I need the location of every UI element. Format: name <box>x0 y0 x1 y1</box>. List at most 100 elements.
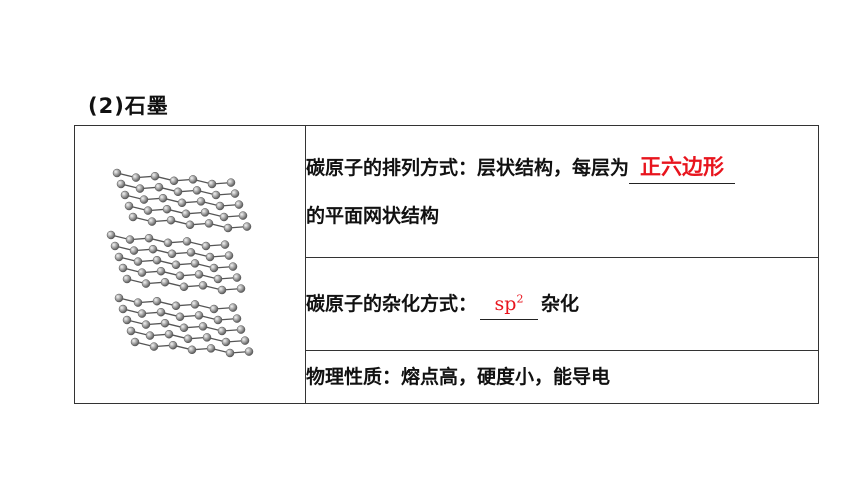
graphite-layer <box>106 230 246 294</box>
carbon-atom <box>183 334 193 343</box>
carbon-atom <box>158 193 168 202</box>
carbon-atom <box>156 266 166 275</box>
carbon-atom <box>225 348 235 357</box>
carbon-atom <box>190 258 200 268</box>
carbon-atom <box>179 282 189 291</box>
carbon-atom <box>198 280 208 290</box>
graphite-layer <box>114 293 254 357</box>
carbon-atom <box>185 220 195 229</box>
carbon-atom <box>126 326 136 335</box>
carbon-atom <box>160 277 170 286</box>
carbon-atom <box>149 341 159 351</box>
carbon-atom <box>194 310 204 320</box>
carbon-atom <box>206 343 216 353</box>
carbon-atom <box>228 261 238 271</box>
carbon-atom <box>194 269 204 279</box>
carbon-atom <box>114 293 124 302</box>
carbon-atom <box>192 185 202 195</box>
carbon-atom <box>147 216 157 226</box>
carbon-atom <box>154 182 164 191</box>
arrangement-suffix: 的平面网状结构 <box>306 204 440 227</box>
carbon-atom <box>166 215 176 224</box>
carbon-atom <box>230 188 240 198</box>
carbon-atom <box>198 321 208 331</box>
carbon-atom <box>175 312 185 321</box>
carbon-atom <box>234 199 244 209</box>
carbon-atom <box>209 304 219 313</box>
carbon-atom <box>156 307 166 316</box>
graphite-layer-structure-icon <box>106 168 254 357</box>
carbon-atom <box>137 308 147 318</box>
carbon-atom <box>112 168 122 177</box>
carbon-atom <box>220 239 230 249</box>
carbon-atom <box>201 241 211 250</box>
carbon-atom <box>202 332 212 342</box>
carbon-atom <box>137 267 147 277</box>
carbon-atom <box>207 179 217 188</box>
carbon-atom <box>186 247 196 257</box>
hybrid-answer-sup: 2 <box>516 292 524 306</box>
carbon-atom <box>238 210 248 220</box>
arrangement-answer: 正六边形 <box>640 154 725 179</box>
carbon-atom <box>182 236 192 246</box>
carbon-atom <box>130 337 140 346</box>
carbon-atom <box>162 204 172 213</box>
hybrid-blank: sp2 <box>480 285 539 320</box>
carbon-atom <box>141 278 151 288</box>
carbon-atom <box>219 212 229 221</box>
carbon-atom <box>213 274 223 283</box>
carbon-atom <box>226 177 236 187</box>
carbon-atom <box>128 212 138 221</box>
carbon-atom <box>209 263 219 272</box>
hybrid-answer: sp2 <box>495 293 524 315</box>
carbon-atom <box>232 313 242 323</box>
carbon-atom <box>240 335 250 345</box>
carbon-atom <box>118 263 128 272</box>
carbon-atom <box>114 252 124 261</box>
carbon-atom <box>181 209 191 218</box>
carbon-atom <box>232 272 242 282</box>
carbon-atom <box>211 190 221 199</box>
carbon-atom <box>124 201 134 210</box>
carbon-atom <box>179 323 189 332</box>
carbon-atom <box>152 255 162 264</box>
carbon-atom <box>242 221 252 231</box>
carbon-atom <box>168 340 178 349</box>
carbon-atom <box>175 271 185 280</box>
carbon-atom <box>213 315 223 324</box>
carbon-atom <box>236 283 246 293</box>
property-cell: 物理性质：熔点高，硬度小，能导电 <box>305 350 819 404</box>
carbon-atom <box>187 345 197 354</box>
carbon-atom <box>116 179 126 188</box>
carbon-atom <box>205 252 215 261</box>
carbon-atom <box>118 304 128 313</box>
carbon-atom <box>224 250 234 260</box>
carbon-atom <box>228 302 238 312</box>
carbon-atom <box>244 346 254 356</box>
carbon-atom <box>125 234 135 244</box>
graphite-layer <box>112 168 252 232</box>
carbon-atom <box>148 244 158 253</box>
carbon-atom <box>173 187 183 196</box>
carbon-atom <box>169 176 179 185</box>
carbon-atom <box>164 329 174 338</box>
carbon-atom <box>129 245 139 255</box>
carbon-atom <box>122 274 132 283</box>
carbon-atom <box>171 260 181 269</box>
carbon-atom <box>163 238 173 247</box>
carbon-atom <box>217 285 227 294</box>
carbon-atom <box>120 190 130 199</box>
property-text: 物理性质：熔点高，硬度小，能导电 <box>306 366 611 388</box>
carbon-atom <box>167 249 177 258</box>
carbon-atom <box>217 326 227 335</box>
carbon-atom <box>106 230 116 239</box>
carbon-atom <box>144 233 154 242</box>
table-row: 碳原子的排列方式：层状结构，每层为正六边形 的平面网状结构 <box>74 125 819 404</box>
carbon-atom <box>110 241 120 250</box>
section-heading: (2)石墨 <box>88 94 169 118</box>
carbon-atom <box>196 196 206 206</box>
carbon-atom <box>221 337 231 346</box>
arrangement-label: 碳原子的排列方式：层状结构，每层为 <box>306 156 630 179</box>
